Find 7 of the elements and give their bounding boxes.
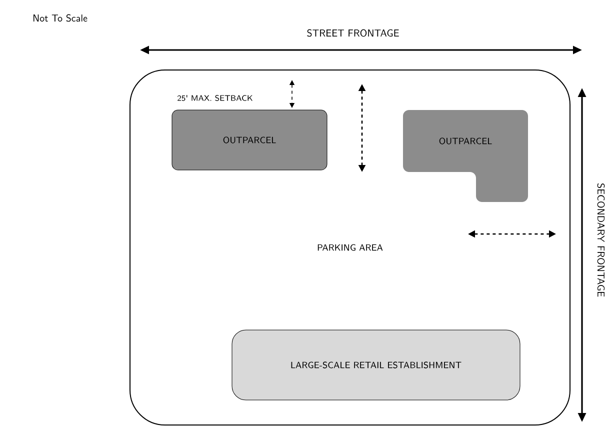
frontage-label: SECONDARY FRONTAGE	[597, 183, 605, 297]
outparcel-box: OUTPARCEL	[172, 110, 328, 170]
retail-building-box: LARGE-SCALE RETAIL ESTABLISHMENT	[232, 330, 520, 400]
setback-label: 25' MAX. SETBACK	[178, 95, 252, 101]
frontage-label: STREET FRONTAGE	[307, 29, 399, 37]
note-text: Not To Scale	[33, 14, 88, 22]
outparcel-box: OUTPARCEL	[403, 110, 528, 202]
